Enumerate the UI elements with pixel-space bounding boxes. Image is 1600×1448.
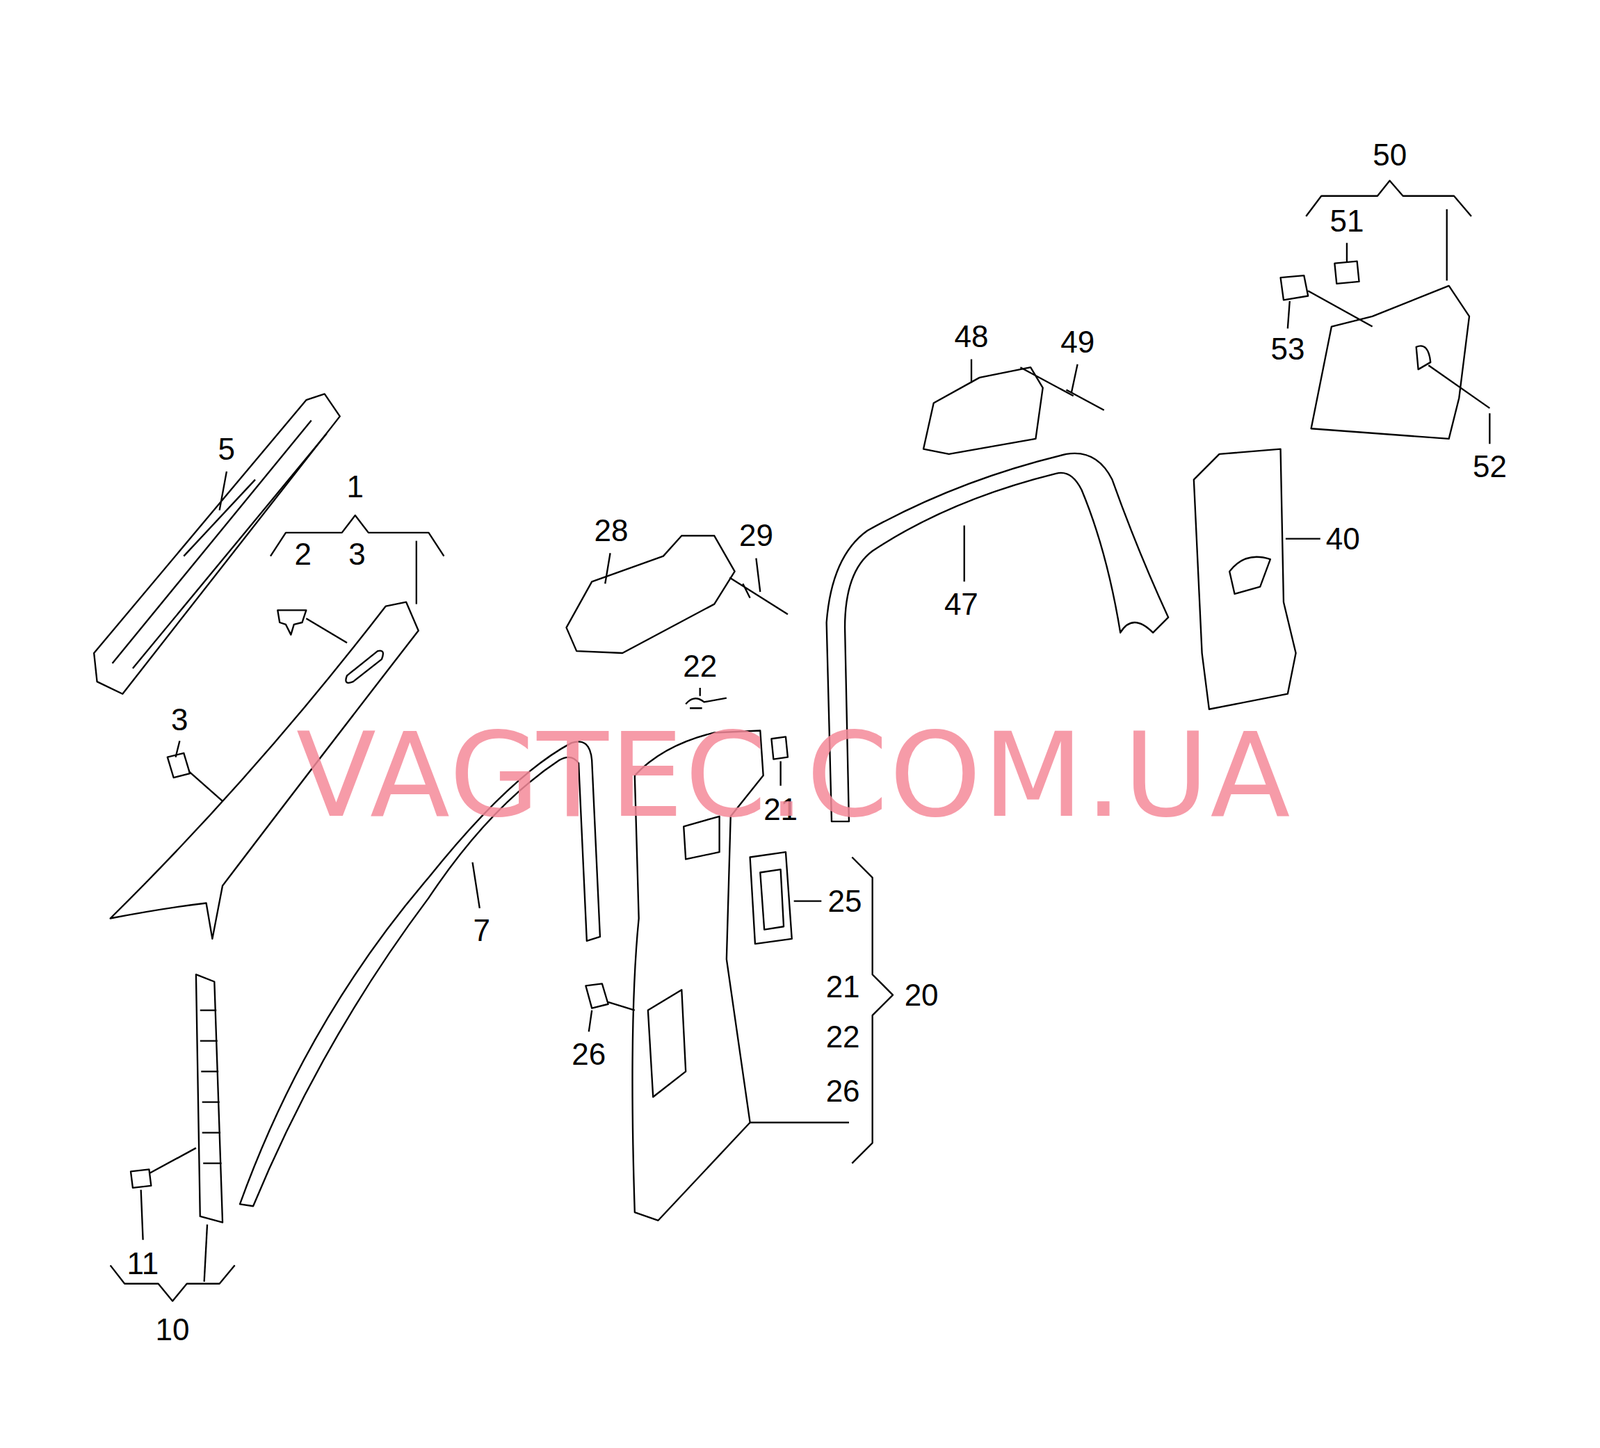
belt-guide	[750, 851, 793, 944]
callout-number: 1	[346, 471, 363, 503]
callout-number: 2	[294, 538, 312, 570]
screw	[1020, 367, 1104, 411]
trim-strip	[93, 393, 341, 694]
callout-number: 22	[682, 650, 717, 682]
detail	[648, 816, 720, 1097]
screw	[1307, 290, 1490, 409]
callout-number: 50	[1372, 139, 1407, 171]
leader-line	[1446, 209, 1448, 281]
callout-number: 51	[1330, 205, 1365, 237]
detail	[112, 419, 327, 669]
detail	[1229, 556, 1271, 594]
trim-cover	[1311, 285, 1470, 439]
trim-strip	[196, 974, 223, 1223]
leader-line	[148, 1148, 196, 1174]
clip	[130, 1168, 151, 1187]
detail	[200, 1010, 222, 1164]
trim-cover	[923, 367, 1044, 455]
callout-number: 47	[944, 588, 979, 620]
callout-number: 5	[218, 433, 236, 465]
callout-number: 26	[826, 1075, 861, 1107]
pillar-trim	[1193, 449, 1297, 710]
clip	[1280, 261, 1360, 301]
watermark: VAGTEC.COM.UA	[296, 716, 1292, 834]
trim-cover	[566, 535, 735, 653]
clip	[277, 609, 306, 635]
callout-number: 25	[828, 885, 863, 917]
callout-number: 53	[1270, 333, 1305, 365]
callout-number: 26	[571, 1038, 606, 1070]
airbag-emblem	[345, 650, 384, 683]
clip	[585, 983, 608, 1008]
leader-line	[415, 540, 418, 605]
callout-number: 28	[594, 515, 629, 546]
callout-number: 3	[171, 704, 188, 735]
callout-number: 10	[155, 1314, 190, 1345]
leader-line	[141, 242, 1491, 1240]
leader-line	[305, 618, 347, 643]
callout-number: 48	[954, 321, 989, 352]
clip	[167, 753, 190, 778]
callout-number: 7	[472, 915, 490, 946]
screw	[685, 698, 727, 709]
leader-line	[608, 1001, 635, 1011]
callout-number: 22	[826, 1021, 861, 1053]
callout-number: 21	[826, 971, 861, 1002]
leader-line	[204, 1224, 208, 1282]
callout-number: 3	[348, 538, 366, 570]
callout-number: 29	[739, 520, 774, 551]
callout-number: 52	[1472, 451, 1507, 482]
callout-number: 49	[1060, 326, 1095, 358]
callout-number: 20	[904, 979, 939, 1011]
callout-number: 40	[1326, 523, 1361, 555]
leader-line	[189, 771, 223, 802]
callout-number: 11	[127, 1248, 160, 1279]
